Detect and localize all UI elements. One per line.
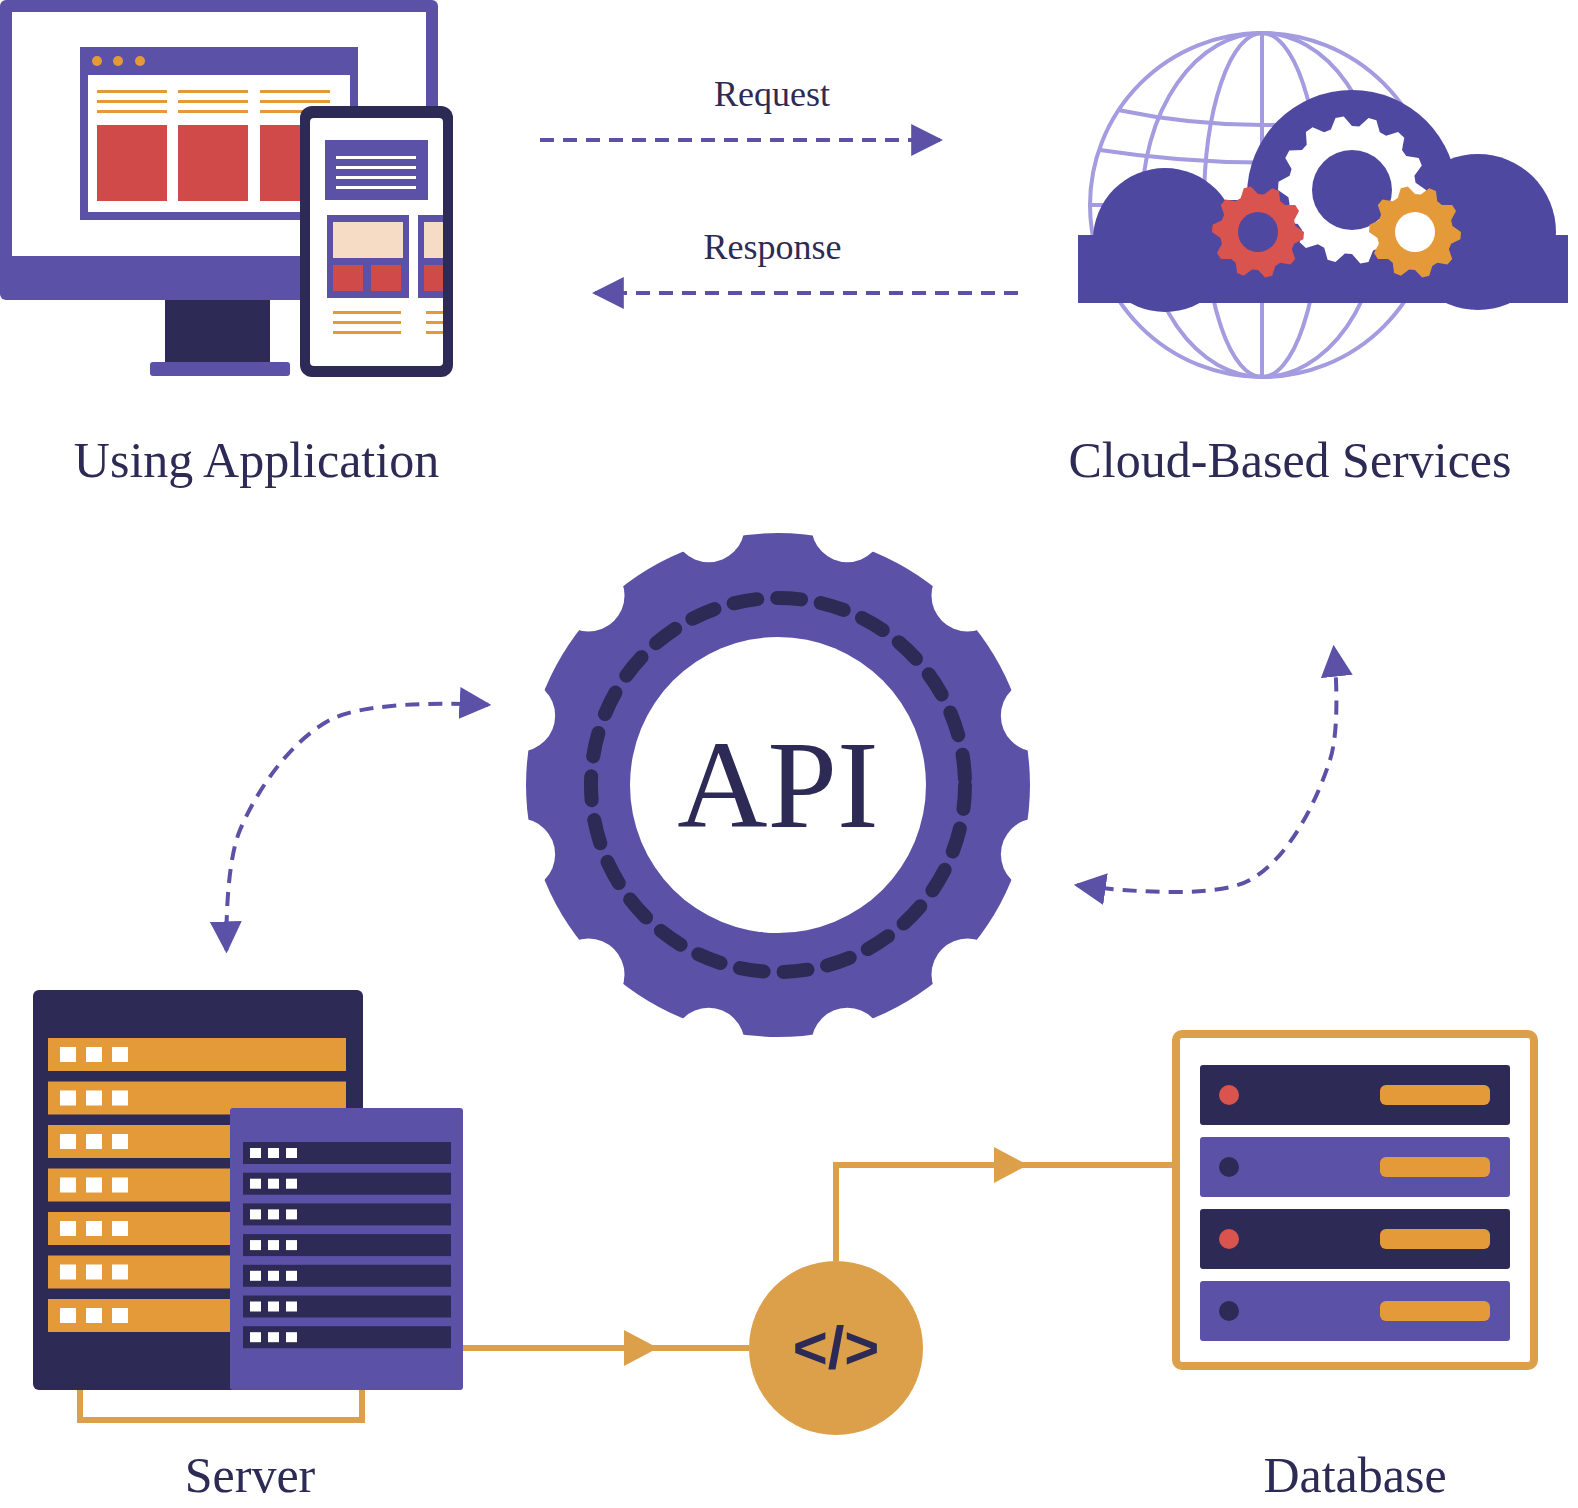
code-node: </> <box>749 1261 923 1435</box>
node-caption: Server <box>185 1450 316 1500</box>
arrow-head <box>994 1147 1028 1183</box>
node-caption: Cloud-Based Services <box>1069 435 1512 485</box>
cloud-node: Cloud-Based Services <box>1078 30 1568 378</box>
edge-label: Request <box>710 75 834 115</box>
api-node: API <box>523 530 1033 1040</box>
dashed-connector <box>540 138 940 142</box>
cloud-icon <box>1078 33 1568 377</box>
database-node: Database <box>1176 1034 1534 1366</box>
data-flow-line <box>836 1165 1176 1261</box>
server-node: Server <box>33 990 463 1420</box>
node-caption: Database <box>1263 1450 1446 1500</box>
dashed-connector <box>595 291 1018 295</box>
phone-icon <box>300 106 453 377</box>
api-gear <box>483 490 1073 1080</box>
database-icon <box>1176 1034 1534 1366</box>
dashed-connector <box>1077 648 1336 892</box>
node-caption: Using Application <box>74 435 439 485</box>
application-node: Using Application <box>0 0 455 378</box>
arrow-head <box>624 1330 658 1366</box>
edge-label: Response <box>700 228 846 268</box>
node-label: </> <box>749 1261 923 1435</box>
node-label: API <box>523 530 1033 1040</box>
dashed-connector <box>226 704 488 951</box>
server-icon <box>33 990 463 1420</box>
data-flow-line <box>463 1345 749 1351</box>
